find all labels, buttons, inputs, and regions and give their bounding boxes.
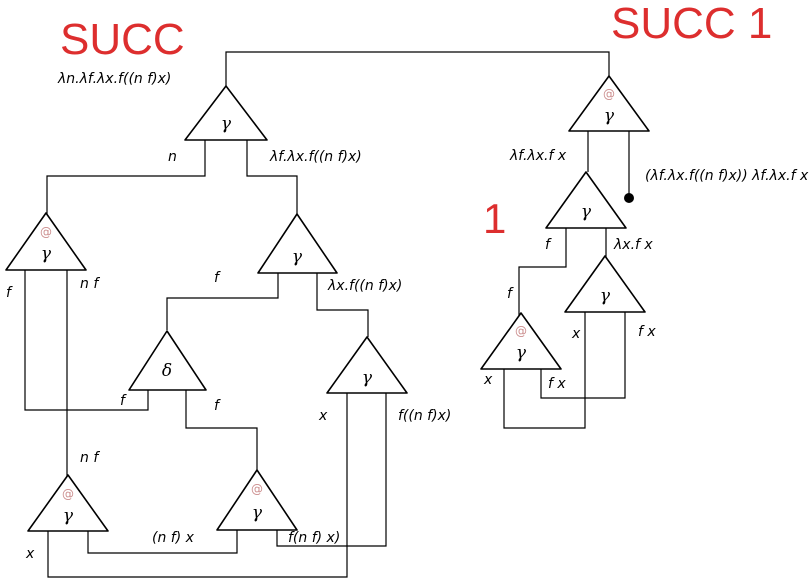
label-nf-x: (n f) x	[152, 530, 195, 546]
label-f: f	[214, 270, 221, 286]
label-lf-lx-f-nfx: λf.λx.f((n f)x)	[269, 149, 362, 165]
label-one: 1	[483, 195, 506, 242]
wire-root-to-gamma2	[246, 140, 298, 214]
label-f: f	[507, 286, 514, 302]
label-x: x	[571, 326, 581, 342]
label-x: x	[25, 546, 35, 562]
at-symbol: @	[62, 487, 74, 501]
wire-app2-to-gamma3	[47, 393, 348, 578]
gamma-symbol: γ	[292, 247, 303, 267]
wire-app3-to-gamma3	[276, 393, 387, 547]
label-f: f	[214, 398, 221, 414]
gamma-symbol: γ	[604, 106, 615, 126]
gamma-symbol: γ	[41, 244, 52, 264]
label-n: n	[168, 149, 177, 165]
label-f-nfx: f((n f)x)	[398, 408, 451, 424]
label-f: f	[120, 393, 127, 409]
app-node-3: @ γ	[216, 469, 298, 531]
label-x: x	[318, 408, 328, 424]
wire-app1-to-delta	[24, 270, 149, 411]
edge-labels: λn.λf.λx.f((n f)x) n λf.λx.f((n f)x) f n…	[6, 71, 809, 562]
wire-top-link	[225, 51, 610, 90]
gamma-symbol: γ	[252, 503, 263, 523]
wires	[24, 51, 630, 578]
wire-gamma2-to-delta	[166, 273, 279, 330]
app-node-right-root: @ γ	[568, 75, 650, 132]
at-symbol: @	[515, 324, 527, 338]
gamma-symbol: γ	[63, 506, 74, 526]
gamma-symbol: γ	[516, 343, 527, 363]
app-node-1: @ γ	[5, 212, 87, 271]
at-symbol: @	[40, 225, 52, 239]
label-lx-f-nfx: λx.f((n f)x)	[327, 278, 402, 294]
gamma-symbol: γ	[362, 368, 373, 388]
gamma-node-2: γ	[257, 213, 338, 274]
gamma-symbol: γ	[581, 202, 592, 222]
label-lx-fx: λx.f x	[613, 237, 653, 253]
at-symbol: @	[251, 482, 263, 496]
gamma-node-4: γ	[545, 171, 627, 229]
gamma-node-5: γ	[564, 255, 646, 313]
label-nf: n f	[80, 276, 100, 292]
wire-gamma2-to-gamma3	[316, 273, 369, 337]
title-succ: SUCC	[60, 15, 185, 64]
delta-node: δ	[128, 330, 207, 391]
label-succ-term: λn.λf.λx.f((n f)x)	[57, 71, 171, 87]
gamma-node-root: γ	[184, 85, 268, 141]
label-f: f	[6, 285, 13, 301]
app-node-5: @ γ	[480, 312, 562, 370]
gamma-node-3: γ	[326, 336, 408, 394]
wire-app5-gamma5-right	[540, 312, 626, 399]
label-x: x	[483, 372, 493, 388]
label-f: f	[545, 237, 552, 253]
wire-root-to-app1	[46, 140, 206, 214]
label-f-nf-x: f(n f) x)	[288, 530, 340, 546]
nodes: γ @ γ γ δ γ @ γ @	[5, 75, 650, 532]
wire-app2-to-app3	[87, 530, 238, 554]
at-symbol: @	[603, 87, 615, 101]
label-fx: f x	[548, 376, 566, 392]
label-nf: n f	[80, 450, 100, 466]
terminal-dot	[624, 193, 634, 203]
title-succ-1: SUCC 1	[611, 0, 772, 48]
delta-symbol: δ	[162, 361, 172, 381]
label-lf-lx-fx: λf.λx.f x	[509, 148, 567, 164]
wire-delta-to-app3	[185, 390, 258, 470]
gamma-symbol: γ	[600, 286, 611, 306]
gamma-symbol: γ	[221, 114, 232, 134]
wire-gamma4-to-app5	[518, 228, 567, 316]
app-node-2: @ γ	[27, 474, 109, 532]
label-applied-term: (λf.λx.f((n f)x)) λf.λx.f x	[645, 168, 809, 184]
wire-app5-gamma5-left	[503, 312, 586, 429]
label-fx: f x	[638, 324, 656, 340]
